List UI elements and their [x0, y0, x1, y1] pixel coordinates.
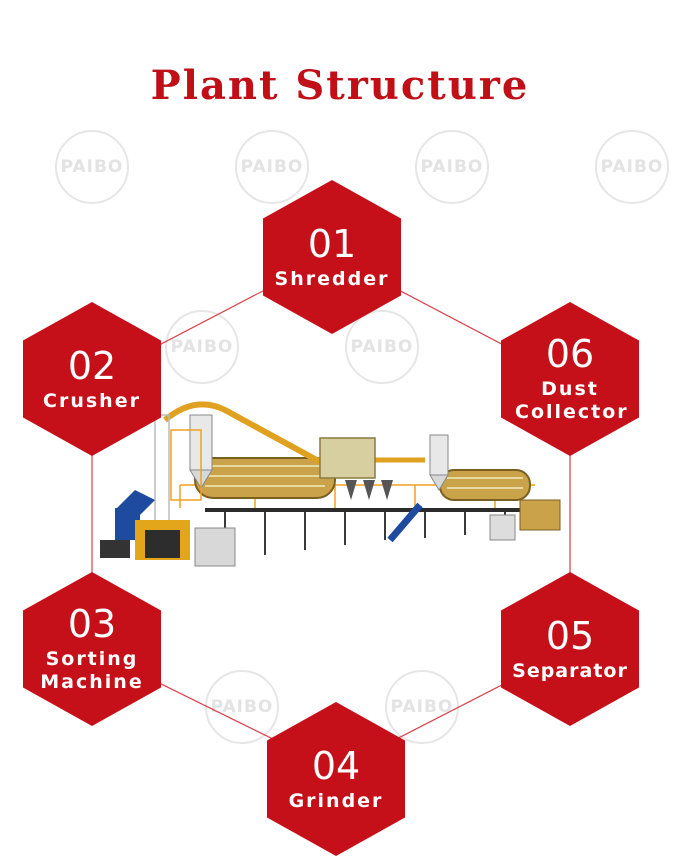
- step-number: 04: [311, 743, 361, 788]
- watermark-logo: PAIBO: [205, 670, 279, 744]
- step-sorting-machine: 03 Sorting Machine: [23, 572, 161, 726]
- watermark-logo: PAIBO: [415, 130, 489, 204]
- step-label: Sorting Machine: [40, 648, 144, 693]
- step-label: Dust Collector: [515, 378, 629, 423]
- step-separator: 05 Separator: [501, 572, 639, 726]
- step-label: Shredder: [274, 267, 390, 290]
- step-label: Separator: [512, 659, 628, 682]
- watermark-logo: PAIBO: [235, 130, 309, 204]
- recycling-plant-machinery-image: [100, 401, 561, 567]
- step-number: 03: [67, 602, 117, 646]
- watermark-logo: PAIBO: [55, 130, 129, 204]
- watermark-logo: PAIBO: [165, 310, 239, 384]
- step-number: 06: [545, 332, 595, 376]
- step-number: 01: [307, 221, 357, 266]
- step-label: Crusher: [43, 389, 141, 412]
- step-number: 05: [545, 613, 595, 658]
- step-number: 02: [67, 343, 117, 388]
- step-label: Grinder: [288, 789, 384, 812]
- page-title: Plant Structure: [150, 62, 530, 109]
- watermark-logo: PAIBO: [345, 310, 419, 384]
- watermark-logo: PAIBO: [595, 130, 669, 204]
